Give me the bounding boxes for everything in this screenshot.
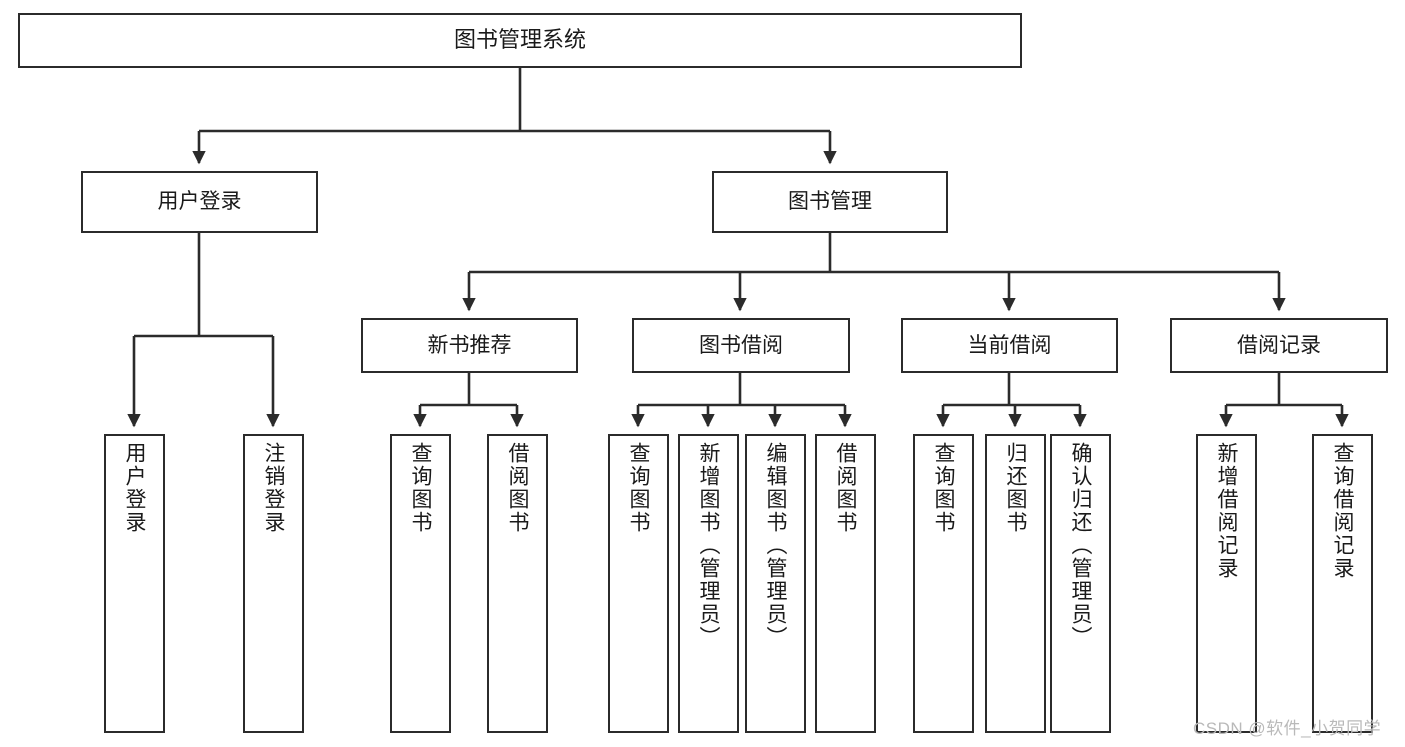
node-leaf-query-book-2[interactable]: 查询图书: [608, 434, 669, 733]
node-leaf-user-login[interactable]: 用户登录: [104, 434, 165, 733]
csdn-watermark: CSDN @软件_小贺同学: [1193, 719, 1382, 738]
node-label: 新增图书（管理员）: [697, 442, 720, 649]
node-label: 用户登录: [157, 190, 242, 214]
node-leaf-query-book-3[interactable]: 查询图书: [913, 434, 974, 733]
node-leaf-query-book-1[interactable]: 查询图书: [390, 434, 451, 733]
node-root-system[interactable]: 图书管理系统: [18, 13, 1022, 68]
node-new-book-recommend[interactable]: 新书推荐: [361, 318, 578, 373]
node-user-login[interactable]: 用户登录: [81, 171, 318, 233]
node-label: 图书管理系统: [453, 27, 586, 53]
node-leaf-borrow-book-1[interactable]: 借阅图书: [487, 434, 548, 733]
node-label: 当前借阅: [967, 333, 1052, 357]
node-label: 借阅记录: [1237, 333, 1321, 357]
node-label: 查询图书: [409, 442, 432, 534]
node-label: 查询图书: [932, 442, 955, 534]
node-leaf-return-book[interactable]: 归还图书: [985, 434, 1046, 733]
node-label: 归还图书: [1004, 442, 1027, 534]
node-label: 新增借阅记录: [1215, 442, 1238, 580]
node-label: 用户登录: [123, 442, 146, 534]
node-leaf-edit-book-admin[interactable]: 编辑图书（管理员）: [745, 434, 806, 733]
node-label: 图书管理: [788, 190, 872, 214]
node-leaf-add-book-admin[interactable]: 新增图书（管理员）: [678, 434, 739, 733]
node-label: 新书推荐: [427, 333, 512, 357]
node-label: 确认归还（管理员）: [1069, 442, 1092, 649]
node-label: 注销登录: [262, 442, 285, 534]
node-leaf-add-borrow-record[interactable]: 新增借阅记录: [1196, 434, 1257, 733]
node-leaf-borrow-book-2[interactable]: 借阅图书: [815, 434, 876, 733]
node-borrow-record[interactable]: 借阅记录: [1170, 318, 1388, 373]
node-book-manage[interactable]: 图书管理: [712, 171, 948, 233]
node-label: 借阅图书: [506, 442, 529, 534]
node-leaf-query-borrow-record[interactable]: 查询借阅记录: [1312, 434, 1373, 733]
node-label: 编辑图书（管理员）: [764, 442, 787, 649]
node-book-borrow[interactable]: 图书借阅: [632, 318, 850, 373]
node-label: 查询借阅记录: [1331, 442, 1354, 580]
node-label: 查询图书: [627, 442, 650, 534]
node-leaf-user-logout[interactable]: 注销登录: [243, 434, 304, 733]
node-label: 借阅图书: [834, 442, 857, 534]
node-leaf-confirm-return-admin[interactable]: 确认归还（管理员）: [1050, 434, 1111, 733]
node-label: 图书借阅: [699, 333, 783, 357]
node-current-borrow[interactable]: 当前借阅: [901, 318, 1118, 373]
